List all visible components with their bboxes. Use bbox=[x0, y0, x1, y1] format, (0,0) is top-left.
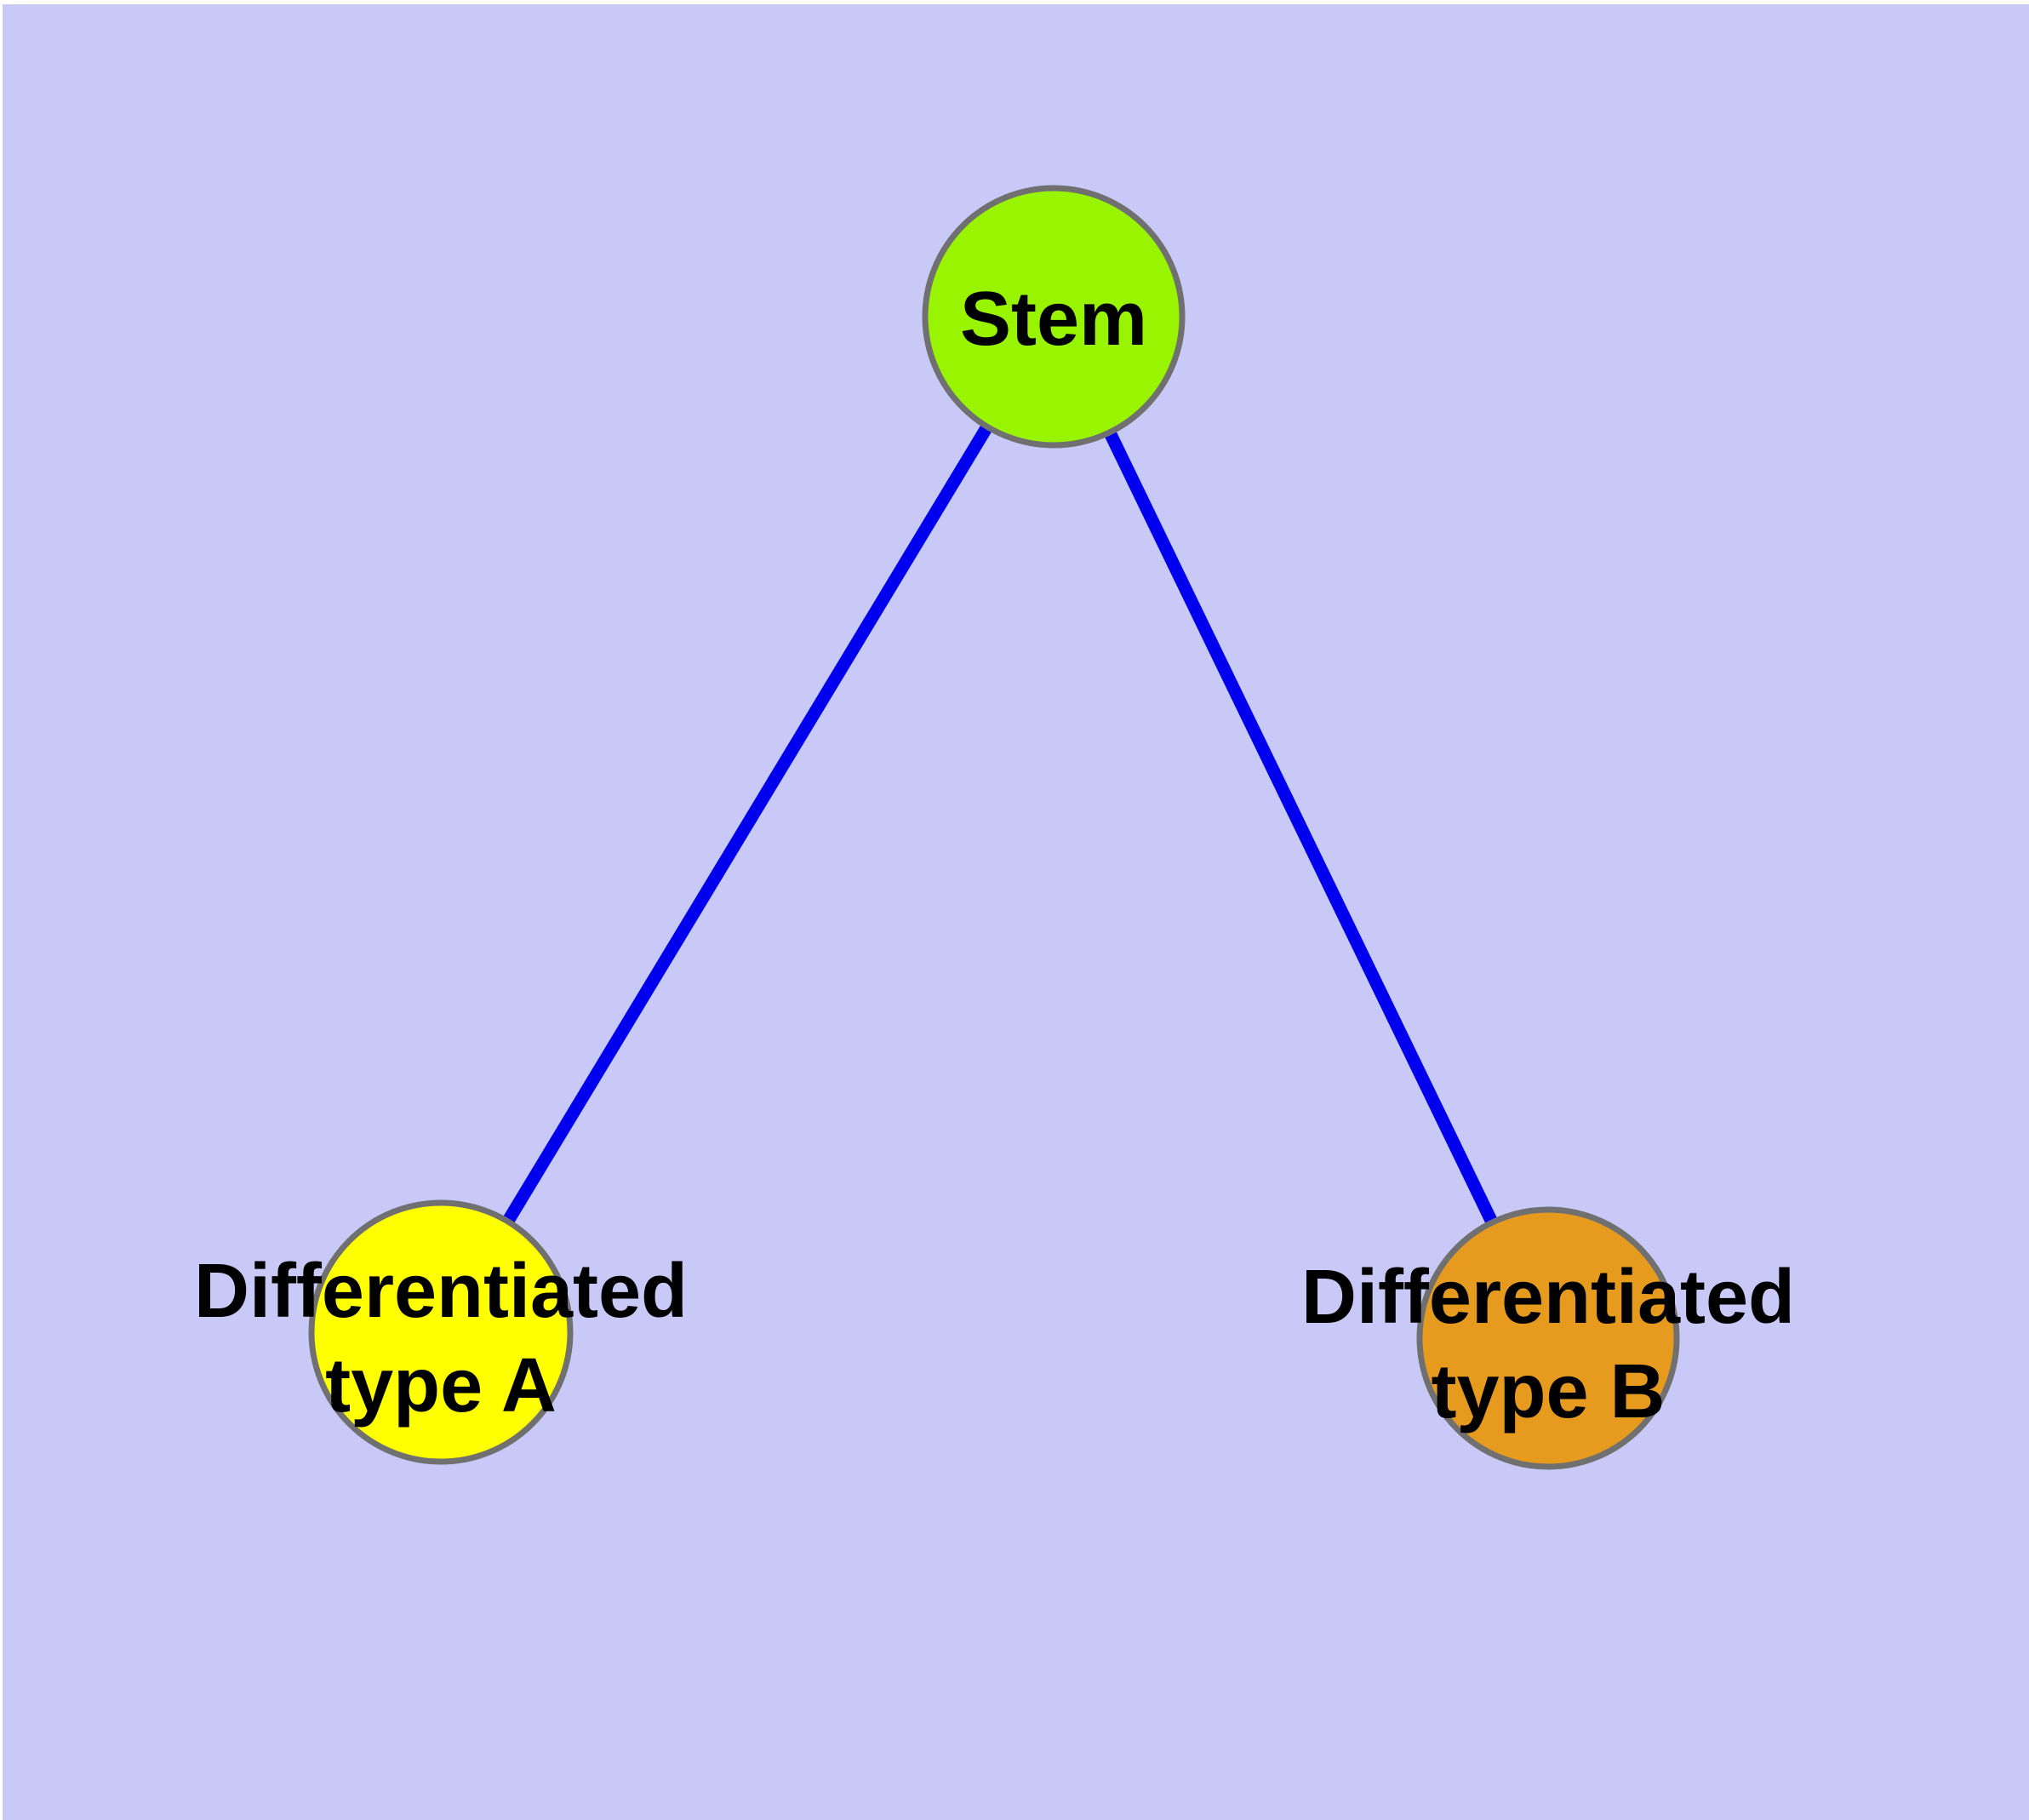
node-stem-circle bbox=[922, 185, 1186, 449]
edge-stem-to-differentiated-type-b bbox=[1048, 313, 1554, 1342]
node-differentiated-type-a-circle bbox=[308, 1199, 574, 1465]
edge-stem-to-differentiated-type-a bbox=[435, 313, 1060, 1336]
node-differentiated-type-b-label-line-2: type B bbox=[1431, 1349, 1665, 1434]
node-stem-label: Stem bbox=[960, 277, 1147, 362]
node-differentiated-type-a-label-line-2: type A bbox=[325, 1343, 557, 1428]
node-differentiated-type-b-circle bbox=[1416, 1206, 1680, 1470]
node-differentiated-type-b-label-line-1: Differentiated bbox=[1301, 1255, 1795, 1340]
node-differentiated-type-a-label-line-1: Differentiated bbox=[194, 1249, 688, 1334]
